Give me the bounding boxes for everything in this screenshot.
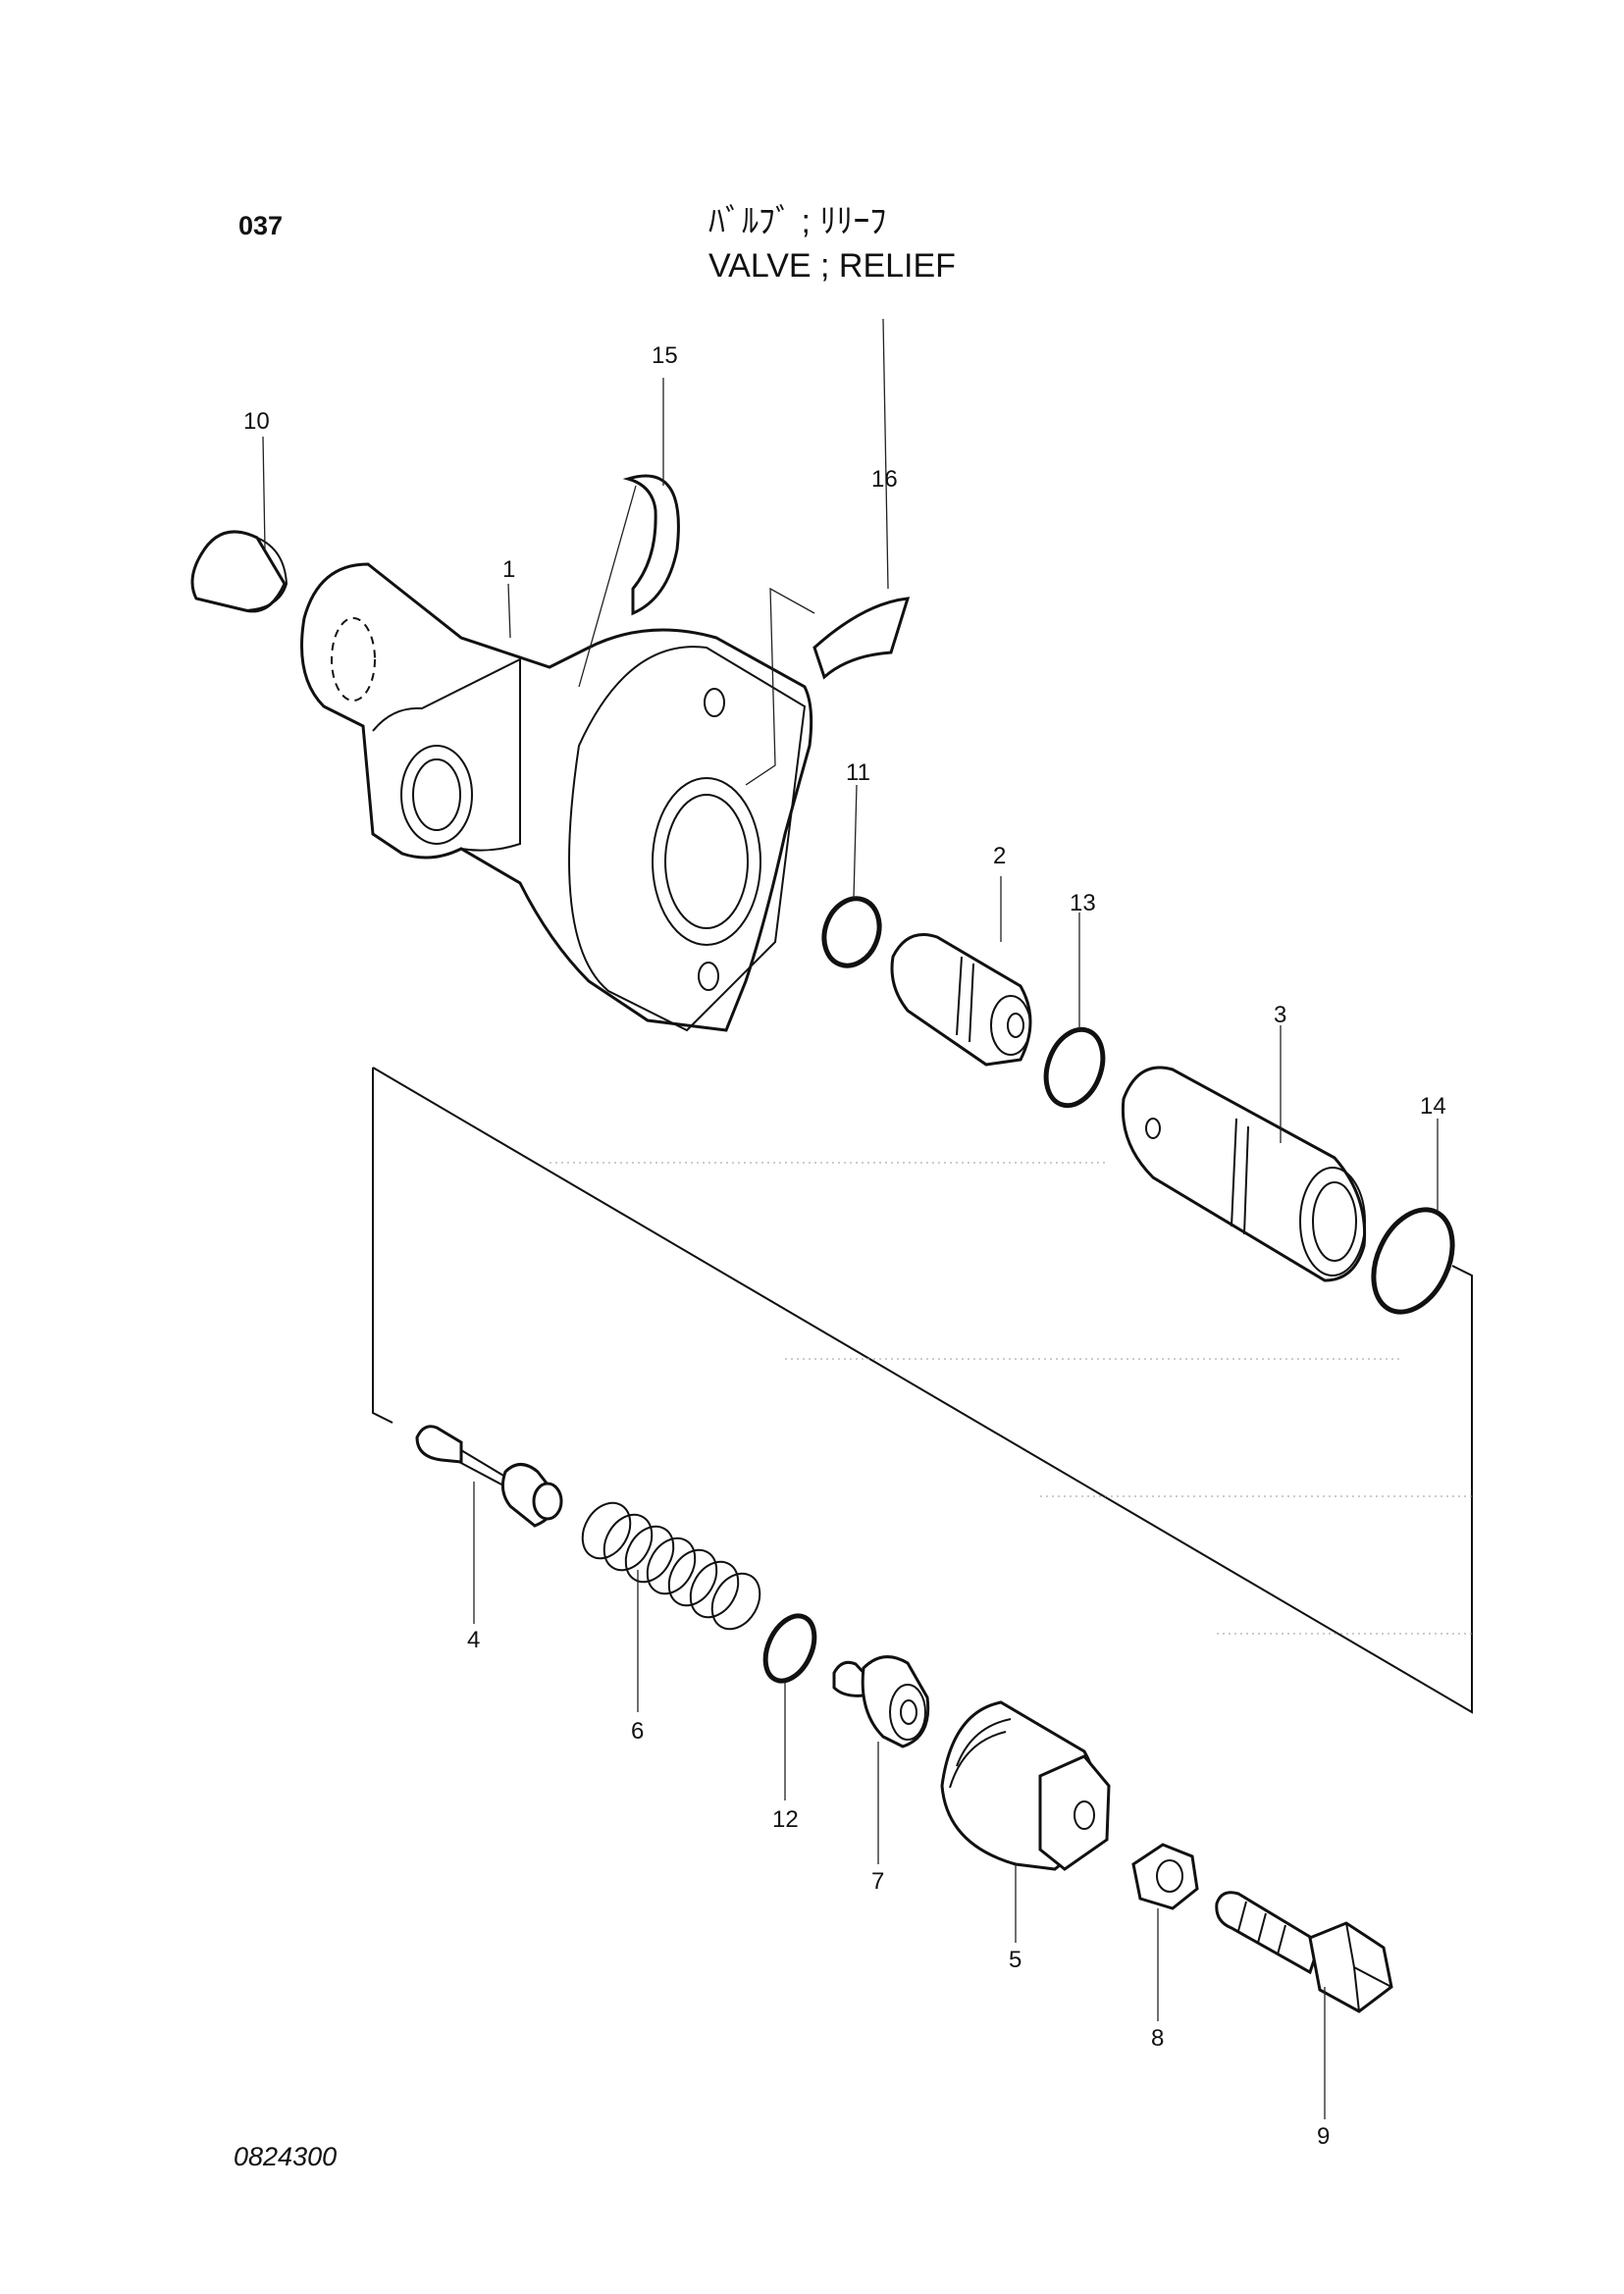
callout-3: 3 [1274, 1002, 1286, 1028]
callout-15: 15 [652, 342, 678, 369]
part-12-o-ring [762, 1613, 817, 1684]
callout-5: 5 [1009, 1947, 1022, 1973]
callout-6: 6 [631, 1718, 644, 1745]
callout-7: 7 [871, 1868, 884, 1895]
part-10-plug [190, 530, 288, 613]
part-4-poppet [415, 1425, 563, 1528]
drawing-number: 0824300 [234, 2142, 338, 2171]
page-number: 037 [238, 211, 284, 240]
part-3-sleeve [1121, 1066, 1367, 1282]
part-1-valve-body [300, 562, 813, 1032]
callout-1: 1 [502, 556, 515, 583]
callout-labels: 10 1 15 16 11 2 13 3 14 4 6 12 7 5 8 9 [243, 342, 1446, 2150]
part-16-label [745, 587, 911, 786]
callout-8: 8 [1151, 2025, 1164, 2052]
callout-2: 2 [993, 843, 1006, 869]
title-english: VALVE ; RELIEF [708, 247, 956, 285]
callout-13: 13 [1070, 890, 1096, 916]
part-9-adjusting-screw [1215, 1891, 1393, 2013]
callout-9: 9 [1317, 2123, 1330, 2150]
leader-lines [262, 318, 1439, 2119]
part-5-plug [940, 1700, 1111, 1871]
callout-11: 11 [846, 759, 870, 786]
callout-4: 4 [467, 1627, 480, 1653]
callout-14: 14 [1420, 1093, 1446, 1120]
title-japanese: ﾊﾞﾙﾌﾞ ; ﾘﾘｰﾌ [708, 203, 887, 240]
part-8-hex-nut [1131, 1843, 1199, 1910]
part-14-o-ring [1371, 1207, 1455, 1315]
part-7-piston [832, 1655, 930, 1748]
part-6-spring [581, 1501, 761, 1631]
part-2-spool [890, 933, 1032, 1067]
callout-10: 10 [243, 408, 270, 435]
callout-16: 16 [871, 466, 898, 493]
part-13-o-ring [1043, 1026, 1106, 1109]
part-11-o-ring [821, 896, 882, 968]
part-15-label [578, 474, 680, 688]
callout-12: 12 [772, 1806, 799, 1833]
assembly-frame [372, 1067, 1473, 1714]
